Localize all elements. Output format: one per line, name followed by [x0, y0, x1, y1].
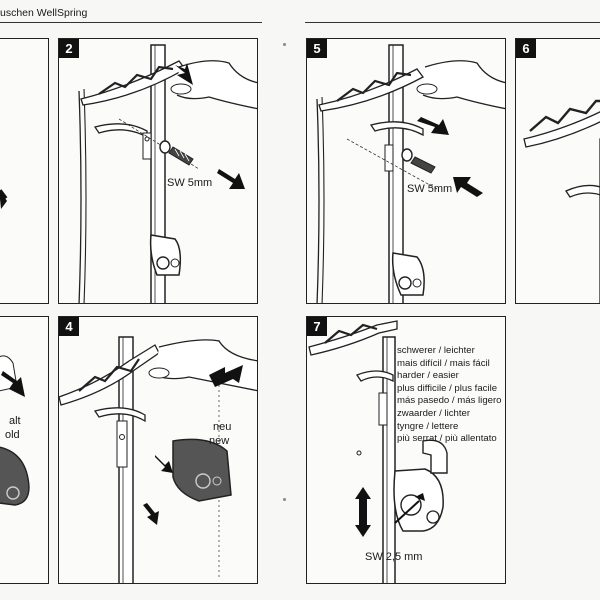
gutter-dot: [283, 498, 286, 501]
step-3-illustration: [0, 355, 30, 506]
step-number-badge: 4: [59, 317, 79, 336]
step-5-illustration: [316, 44, 505, 303]
instruction-line: più serrat / più allentato: [397, 433, 497, 445]
step-panel-1: [0, 38, 49, 304]
step-panel-3: alt old: [0, 316, 49, 584]
step-number-badge: 5: [307, 39, 327, 58]
adjustment-instructions: schwerer / leichter mais difícil / mais …: [397, 345, 502, 446]
instruction-line: harder / easier: [397, 370, 459, 382]
wrench-size-label: SW 5mm: [167, 177, 213, 189]
old-label-de: alt: [9, 415, 21, 427]
instruction-line: plus difficile / plus facile: [397, 382, 498, 394]
step-6-illustration: [523, 99, 600, 303]
instruction-line: schwerer / leichter: [397, 345, 475, 356]
new-label-de: neu: [213, 421, 232, 433]
step-panel-6: 6: [515, 38, 600, 304]
step-4-illustration: [59, 336, 257, 583]
step-7-illustration: [308, 320, 448, 583]
step-1-illustration: [0, 189, 8, 209]
wrench-size-label: SW 2,5 mm: [365, 551, 423, 563]
old-label-en: old: [5, 429, 20, 441]
header-rule-right: [305, 22, 600, 23]
step-panel-7: 7 schwerer / leichter mais difícil / mai…: [306, 316, 506, 584]
instruction-line: mais difícil / mais fácil: [397, 357, 490, 369]
new-label-en: new: [209, 435, 230, 447]
instruction-line: tyngre / lettere: [397, 420, 459, 432]
step-2-illustration: [78, 44, 257, 303]
step-panel-4: 4 neu new: [58, 316, 258, 584]
step-panel-5: 5 SW 5mm: [306, 38, 506, 304]
instruction-line: zwaarder / lichter: [397, 407, 471, 419]
gutter-dot: [283, 43, 286, 46]
step-number-badge: 2: [59, 39, 79, 58]
step-number-badge: 7: [307, 317, 327, 336]
step-number-badge: 6: [516, 39, 536, 58]
step-panel-2: 2 SW 5mm: [58, 38, 258, 304]
document-header: uschen WellSpring: [0, 7, 88, 19]
wrench-size-label: SW 5mm: [407, 183, 453, 195]
header-rule-left: [0, 22, 262, 23]
instruction-line: más pasedo / más ligero: [397, 395, 502, 407]
